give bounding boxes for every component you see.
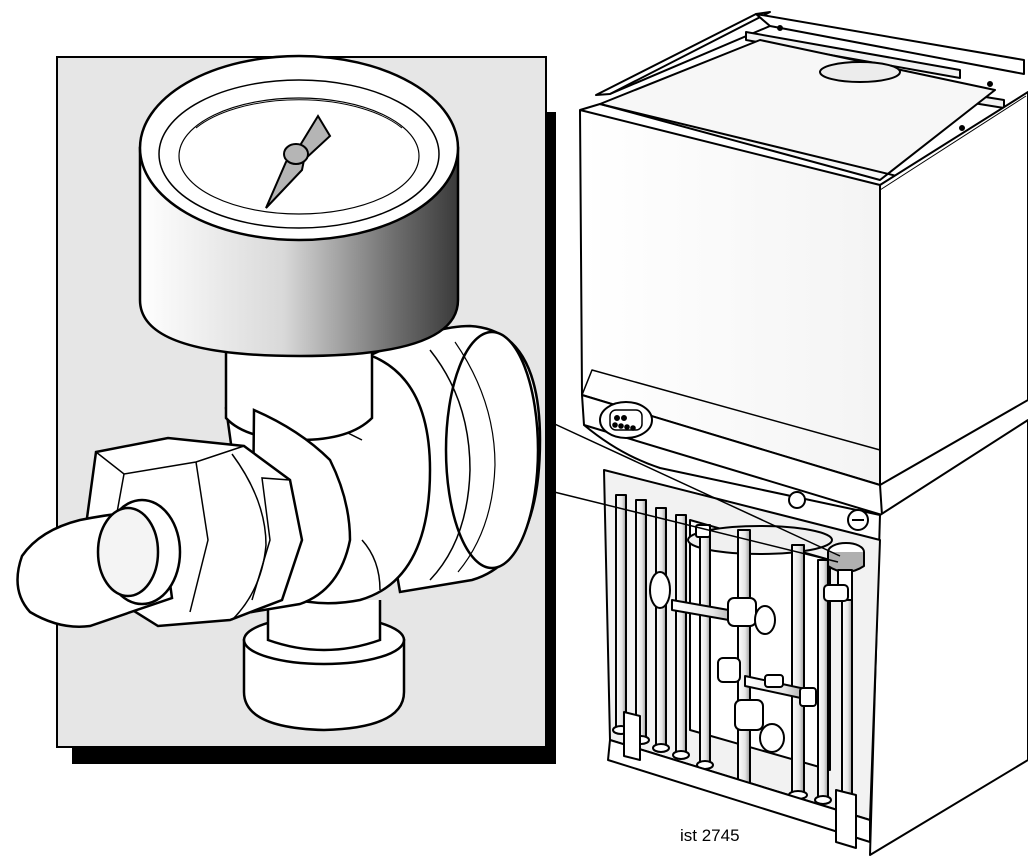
indicator-knob — [788, 491, 806, 509]
front-casing — [579, 91, 1028, 516]
boiler-unit — [579, 11, 1028, 856]
inlet-pipe — [16, 498, 182, 628]
pipework — [615, 494, 853, 806]
valve-body — [224, 324, 542, 605]
pressure-gauge — [138, 54, 460, 358]
figure-reference-code: ist 2745 — [680, 826, 740, 845]
callout-beam — [545, 419, 841, 563]
magnified-detail-panel — [16, 54, 556, 764]
gauge-needle — [265, 114, 332, 209]
valve-outlet — [242, 600, 406, 732]
control-panel-badge — [599, 401, 653, 439]
pressure-gauge-small — [823, 542, 865, 602]
top-frame — [595, 11, 1025, 131]
lower-bay — [603, 469, 881, 849]
